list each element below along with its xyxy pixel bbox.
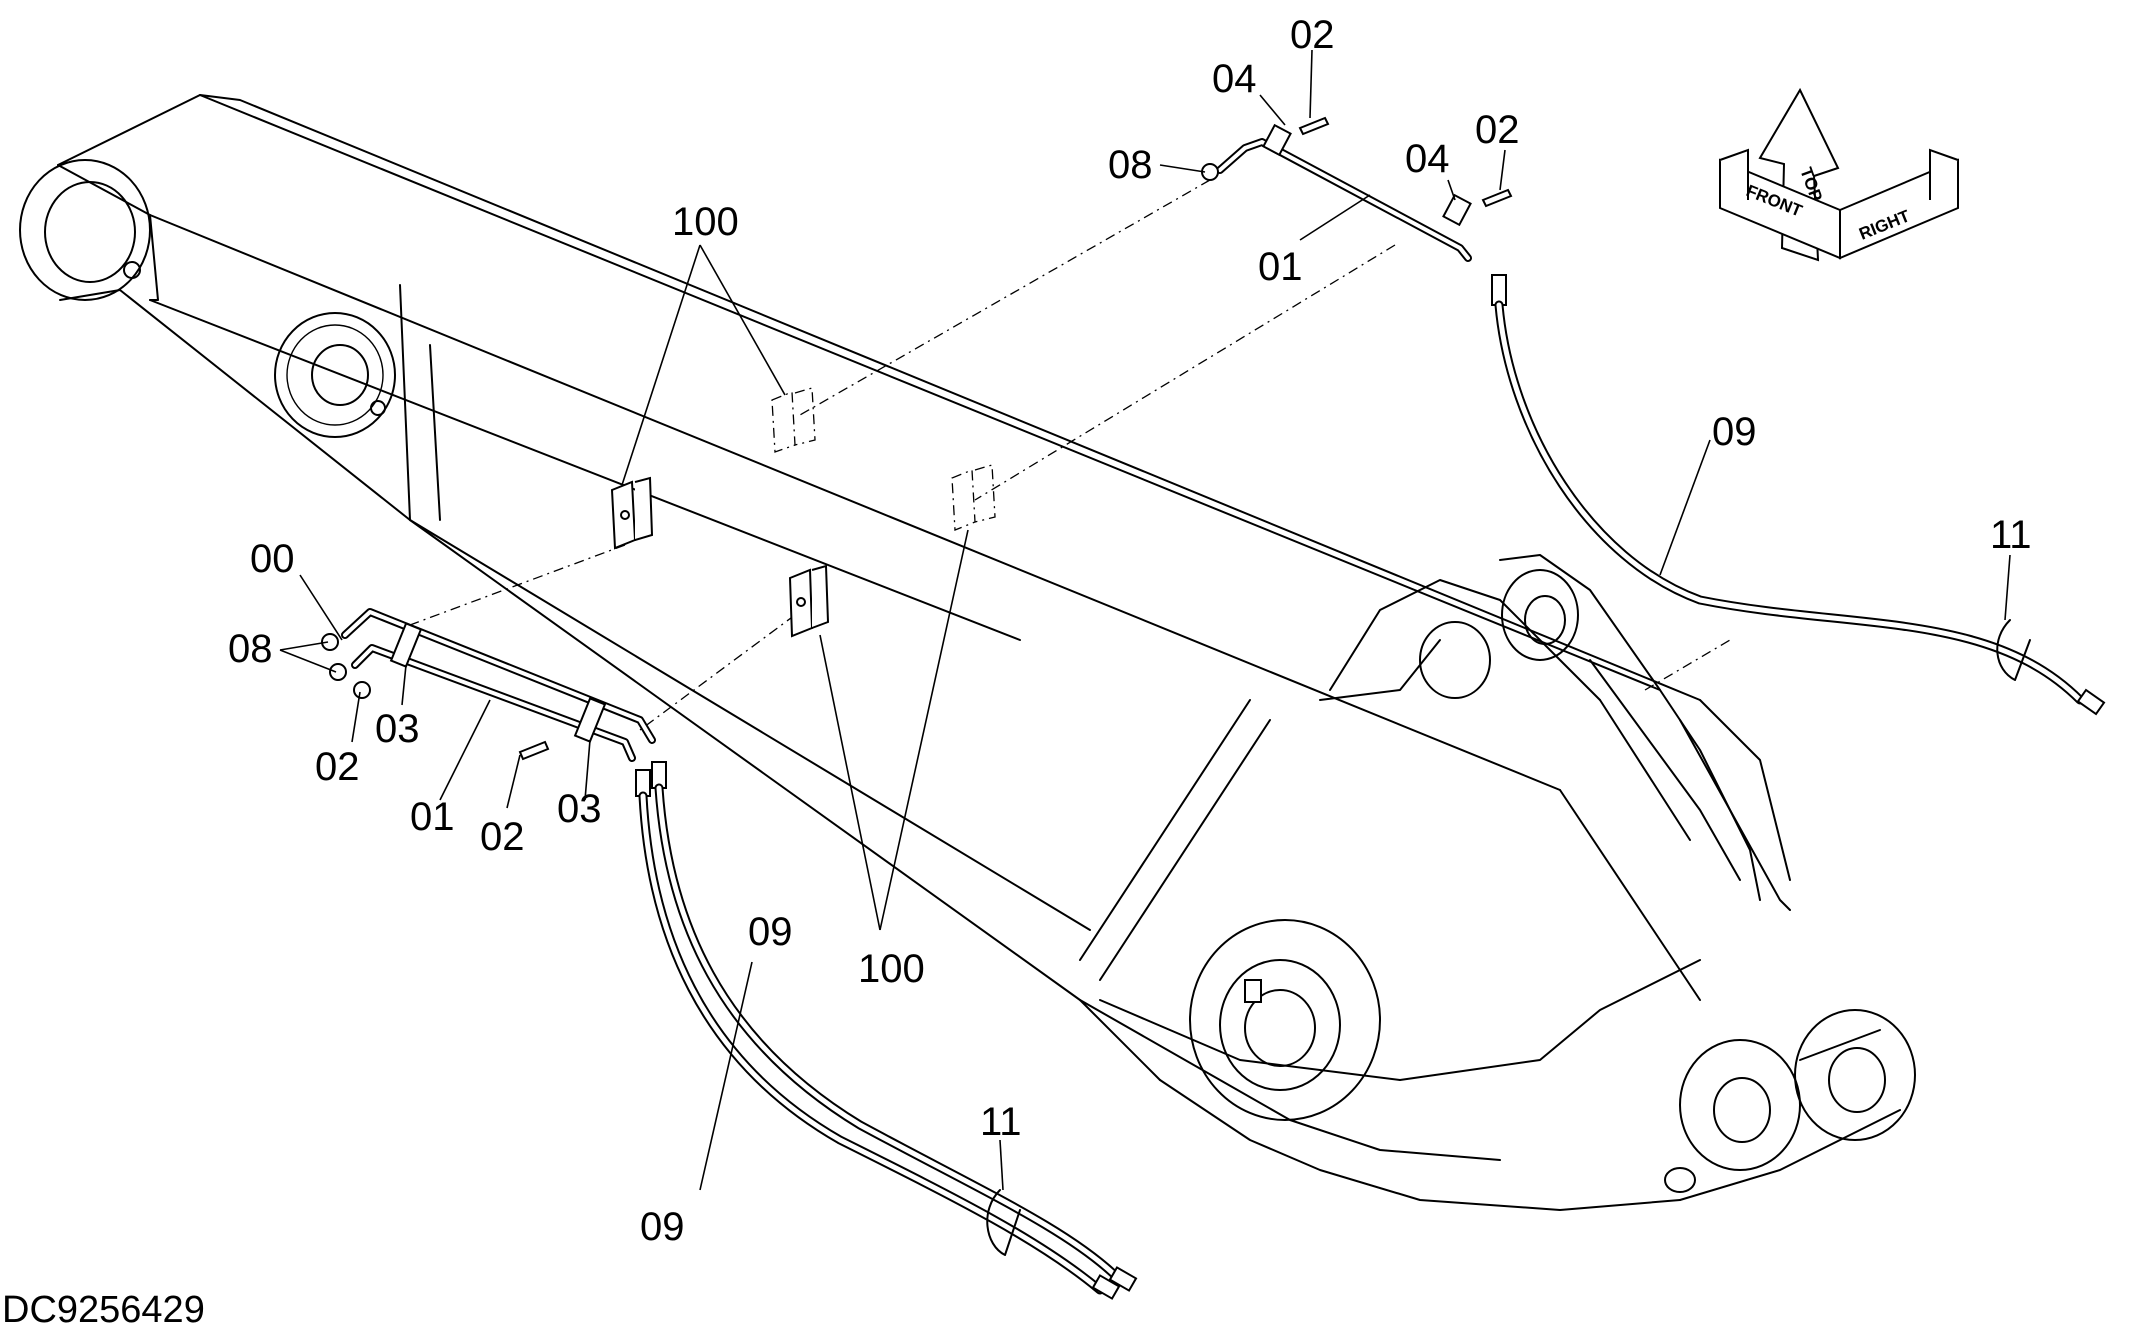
- callout-02-right-top: 02: [1290, 13, 1335, 57]
- callout-100-top: 100: [672, 200, 739, 244]
- callout-08-left: 08: [228, 627, 273, 671]
- orientation-indicator: FRONT TOP RIGHT: [1719, 87, 1959, 262]
- callout-11-right: 11: [1990, 513, 2032, 557]
- callout-00: 00: [250, 537, 295, 581]
- callout-03-left-b: 03: [557, 787, 602, 831]
- callout-09-left-b: 09: [640, 1205, 685, 1249]
- callout-02-left-b: 02: [480, 815, 525, 859]
- bracket-top-left: [771, 387, 816, 453]
- bracket-mid-left: [610, 476, 654, 550]
- callout-04-right-top: 04: [1212, 57, 1257, 101]
- lower-pipe-assembly: [321, 608, 1138, 1300]
- boom-body: [19, 94, 1916, 1211]
- drawing-id: DC9256429: [2, 1289, 205, 1331]
- callout-02-right-bottom: 02: [1475, 108, 1520, 152]
- callout-08-right: 08: [1108, 143, 1153, 187]
- callout-01-left: 01: [410, 795, 455, 839]
- bracket-mid-right: [788, 564, 830, 638]
- clamp-brackets: [610, 387, 996, 638]
- upper-pipe-assembly: [1201, 116, 2106, 716]
- callout-02-left-a: 02: [315, 745, 360, 789]
- callout-09-right: 09: [1712, 410, 1757, 454]
- bracket-top-right: [951, 464, 996, 531]
- callout-11-left: 11: [980, 1100, 1022, 1144]
- callout-09-left-a: 09: [748, 910, 793, 954]
- callout-04-right-bottom: 04: [1405, 137, 1450, 181]
- callout-03-left-a: 03: [375, 707, 420, 751]
- assembly-lines: [409, 179, 1731, 731]
- callouts: 02 04 08 02 04 01 100 09 11 00 08 03 02 …: [228, 13, 2032, 1249]
- callout-100-bottom: 100: [858, 947, 925, 991]
- leader-lines: [279, 49, 2011, 1191]
- callout-01-right: 01: [1258, 245, 1303, 289]
